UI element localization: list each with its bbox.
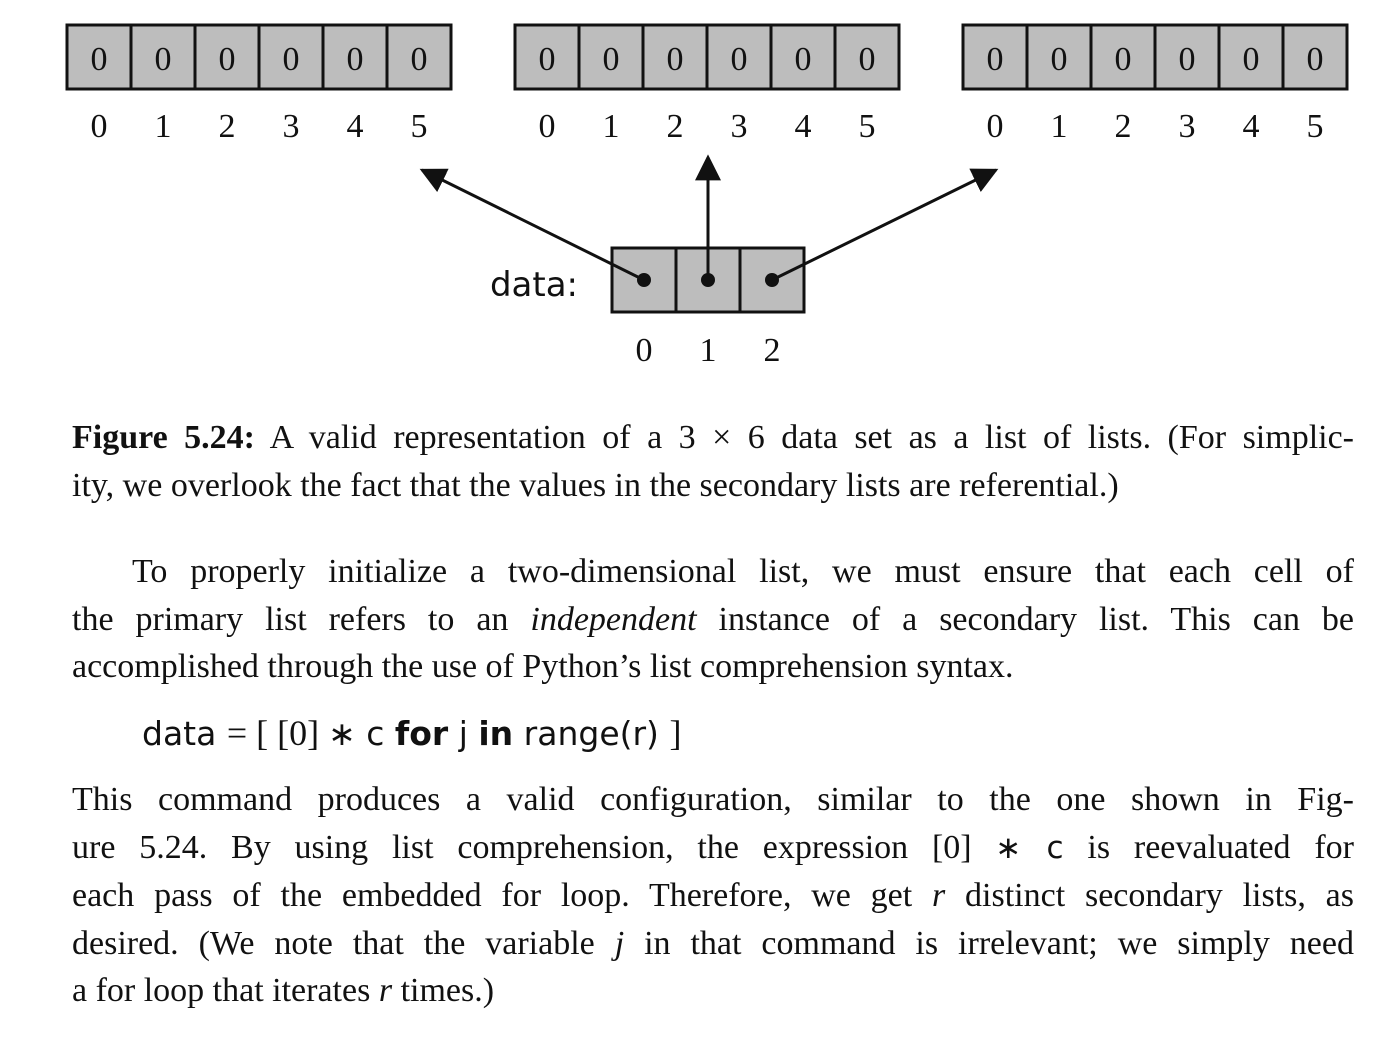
cell-index: 1 bbox=[603, 108, 620, 145]
para2-var-j: j bbox=[614, 924, 625, 962]
para2-line-3a: each pass of the embedded for loop. Ther… bbox=[72, 877, 933, 914]
cell-value: 0 bbox=[91, 41, 108, 78]
secondary-cell bbox=[513, 23, 581, 91]
para2-line-2b: is reevaluated for bbox=[1063, 828, 1355, 866]
cell-value: 0 bbox=[347, 41, 364, 78]
para2-line-5b: times.) bbox=[392, 972, 495, 1009]
secondary-cell bbox=[1217, 23, 1285, 91]
figure-caption: Figure 5.24: A valid representation of a… bbox=[72, 414, 1354, 509]
secondary-cell bbox=[1025, 23, 1093, 91]
list-of-lists-figure: 0 0 0 0 0 0 0 1 2 3 4 5 0 0 0 0 0 0 0 1 2 3 4 5 0 0 0 0 0 0 0 1 2 3 4 5 dat… bbox=[65, 23, 1349, 369]
para2-line-4b: in that command is irrelevant; we simply… bbox=[624, 924, 1354, 962]
secondary-cell bbox=[961, 23, 1029, 91]
cell-index: 5 bbox=[859, 108, 876, 145]
para1-line-2a: the primary list refers to an bbox=[72, 600, 531, 638]
para2-line-1: This command produces a valid configurat… bbox=[72, 781, 1354, 818]
para2-line-5a: a for loop that iterates bbox=[72, 972, 379, 1009]
secondary-cell bbox=[65, 23, 133, 91]
cell-value: 0 bbox=[155, 41, 172, 78]
cell-index: 2 bbox=[1115, 108, 1132, 145]
cell-value: 0 bbox=[539, 41, 556, 78]
code-eq: = [ [0] bbox=[226, 713, 329, 753]
cell-value: 0 bbox=[795, 41, 812, 78]
para2-var-r: r bbox=[932, 877, 946, 914]
cell-value: 0 bbox=[219, 41, 236, 78]
cell-index: 1 bbox=[155, 108, 172, 145]
secondary-cell bbox=[1281, 23, 1349, 91]
paragraph-2: This command produces a valid configurat… bbox=[72, 776, 1354, 1015]
secondary-lists: 0 0 0 0 0 0 0 1 2 3 4 5 0 0 0 0 0 0 0 1 2 3 4 5 0 0 0 0 0 0 0 1 2 3 4 5 bbox=[65, 23, 1349, 145]
caption-line-2: ity, we overlook the fact that the value… bbox=[72, 466, 1119, 504]
cell-index: 4 bbox=[1243, 108, 1260, 145]
secondary-cell bbox=[641, 23, 709, 91]
cell-index: 2 bbox=[219, 108, 236, 145]
cell-value: 0 bbox=[1115, 41, 1132, 78]
secondary-cell bbox=[385, 23, 453, 91]
cell-index: 2 bbox=[667, 108, 684, 145]
cell-index: 3 bbox=[283, 108, 300, 145]
para1-line-2b: instance of a secondary list. This can b… bbox=[696, 600, 1355, 638]
secondary-list-2: 0 0 0 0 0 0 0 1 2 3 4 5 bbox=[961, 23, 1349, 145]
reference-arrow bbox=[771, 168, 999, 282]
cell-index: 4 bbox=[795, 108, 812, 145]
cell-value: 0 bbox=[283, 41, 300, 78]
cell-index: 5 bbox=[411, 108, 428, 145]
secondary-cell bbox=[129, 23, 197, 91]
code-c: j bbox=[448, 714, 479, 753]
cell-value: 0 bbox=[1179, 41, 1196, 78]
cell-value: 0 bbox=[859, 41, 876, 78]
secondary-cell bbox=[193, 23, 261, 91]
cell-value: 0 bbox=[667, 41, 684, 78]
para1-line-3: accomplished through the use of Python’s… bbox=[72, 648, 1014, 685]
cell-value: 0 bbox=[411, 41, 428, 78]
cell-index: 5 bbox=[1307, 108, 1324, 145]
primary-index: 2 bbox=[764, 332, 781, 369]
code-d: range(r) bbox=[513, 714, 670, 753]
caption-line-1: A valid representation of a 3 × 6 data s… bbox=[269, 419, 1355, 456]
cell-index: 0 bbox=[539, 108, 556, 145]
reference-arrows bbox=[419, 154, 999, 282]
secondary-cell bbox=[577, 23, 645, 91]
code-b: ∗ c bbox=[328, 714, 395, 753]
primary-list: data: 0 1 2 bbox=[490, 246, 806, 369]
code-close: ] bbox=[669, 713, 682, 753]
cell-index: 4 bbox=[347, 108, 364, 145]
secondary-cell bbox=[1153, 23, 1221, 91]
para2-var-r-2: r bbox=[378, 972, 393, 1009]
primary-index: 0 bbox=[636, 332, 653, 369]
cell-index: 1 bbox=[1051, 108, 1068, 145]
code-for-keyword: for bbox=[394, 714, 449, 753]
cell-index: 3 bbox=[731, 108, 748, 145]
code-a: data bbox=[142, 714, 227, 753]
para2-line-3b: distinct secondary lists, as bbox=[945, 877, 1355, 914]
reference-arrow bbox=[419, 168, 645, 282]
cell-index: 0 bbox=[987, 108, 1004, 145]
code-in-keyword: in bbox=[478, 714, 514, 753]
para2-line-4a: desired. (We note that the variable bbox=[72, 924, 615, 962]
para2-code: ∗ c bbox=[995, 829, 1064, 866]
para1-line-1: To properly initialize a two-dimensional… bbox=[132, 553, 1354, 590]
para1-emphasis: independent bbox=[530, 600, 697, 638]
cell-value: 0 bbox=[1307, 41, 1324, 78]
secondary-list-1: 0 0 0 0 0 0 0 1 2 3 4 5 bbox=[513, 23, 901, 145]
para2-line-2a: ure 5.24. By using list comprehension, t… bbox=[72, 828, 996, 866]
cell-value: 0 bbox=[603, 41, 620, 78]
cell-value: 0 bbox=[1051, 41, 1068, 78]
paragraph-1: To properly initialize a two-dimensional… bbox=[72, 548, 1354, 691]
primary-list-label: data: bbox=[490, 265, 578, 305]
cell-index: 0 bbox=[91, 108, 108, 145]
primary-index: 1 bbox=[700, 332, 717, 369]
secondary-cell bbox=[705, 23, 773, 91]
secondary-cell bbox=[833, 23, 901, 91]
cell-index: 3 bbox=[1179, 108, 1196, 145]
cell-value: 0 bbox=[987, 41, 1004, 78]
cell-value: 0 bbox=[731, 41, 748, 78]
caption-label: Figure 5.24: bbox=[72, 419, 255, 456]
secondary-cell bbox=[321, 23, 389, 91]
code-line: data = [ [0] ∗ c for j in range(r) ] bbox=[142, 712, 681, 754]
secondary-list-0: 0 0 0 0 0 0 0 1 2 3 4 5 bbox=[65, 23, 453, 145]
cell-value: 0 bbox=[1243, 41, 1260, 78]
